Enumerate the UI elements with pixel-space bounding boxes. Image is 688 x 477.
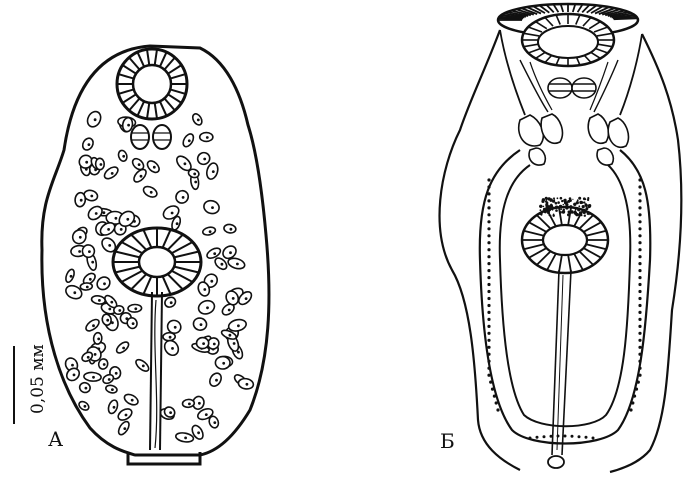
panel-b-ventral-sucker: [522, 207, 608, 273]
panel-b-excretory-canal: [548, 270, 571, 468]
panel-a-pharynx: [131, 125, 171, 149]
panel-label-b: Б: [440, 429, 455, 453]
panel-a-excretory-duct: [150, 292, 162, 450]
panel-label-a: А: [48, 427, 63, 451]
scale-bar: 0,05 мм: [14, 344, 48, 424]
panel-b-drawing: [440, 4, 682, 472]
scale-bar-label: 0,05 мм: [28, 344, 48, 414]
panel-a-oral-sucker: [117, 49, 187, 119]
panel-b-pharynx: [548, 78, 596, 98]
panel-b-glands: [519, 60, 629, 165]
panel-a-drawing: [42, 46, 269, 464]
